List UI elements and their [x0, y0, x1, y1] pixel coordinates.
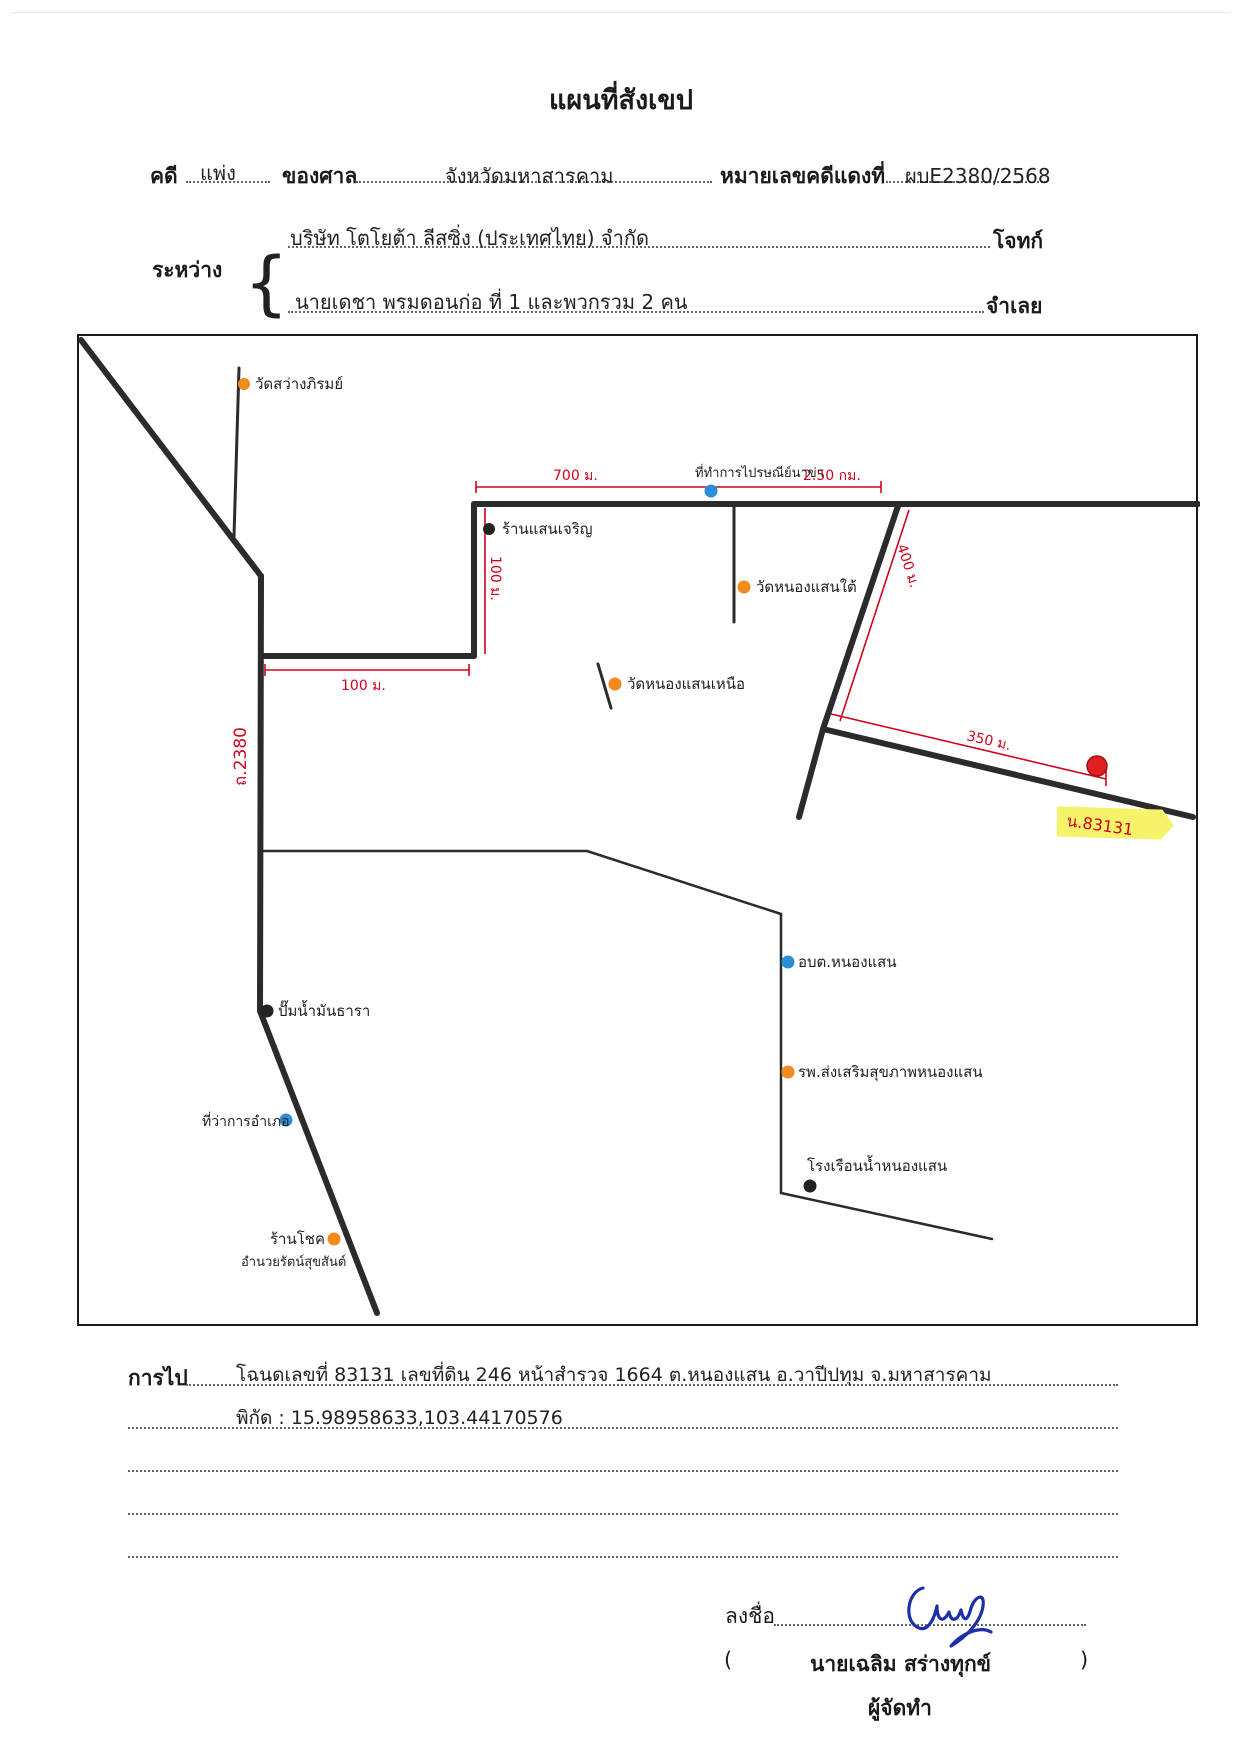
page-title: แผนที่สังเขป — [549, 85, 693, 116]
directions-dotline-1 — [186, 1384, 1118, 1386]
plaintiff-name: บริษัท โตโยต้า ลีสซิ่ง (ประเทศไทย) จำกัด — [290, 226, 649, 250]
road-diagonal-northwest — [79, 337, 264, 579]
label-wat-nong-tai: วัดหนองแสนใต้ — [756, 578, 857, 596]
road-2380-main — [257, 573, 264, 1014]
map-drawing: 700 ม. 2.50 กม. 100 ม. 100 ม. 400 ม. 350… — [79, 337, 1200, 1316]
directions-dotline-2 — [128, 1427, 1118, 1429]
road-east-diagonal-south — [796, 726, 826, 820]
road-south-diagonal — [257, 1008, 380, 1316]
road-2380-label: ถ.2380 — [231, 727, 251, 786]
distance-2-50km: 2.50 กม. — [803, 468, 861, 484]
landmark-dot-orange — [608, 677, 622, 691]
between-label: ระหว่าง — [152, 258, 223, 282]
plaintiff-label: โจทก์ — [993, 229, 1044, 253]
label-health-promotion: รพ.ส่งเสริมสุขภาพหนองแสน — [798, 1063, 983, 1082]
signature-image — [907, 1586, 993, 1648]
red-case-dotline — [886, 181, 1046, 183]
landmark-dot-blue — [704, 484, 718, 498]
label-gas-station: ปั๊มน้ำมันธารา — [278, 1000, 370, 1020]
court-name-value: จังหวัดมหาสารคาม — [445, 164, 614, 188]
parcel-marker — [1086, 755, 1108, 777]
directions-dotline-5 — [128, 1556, 1118, 1558]
parcel-tag-icon — [1056, 806, 1175, 840]
court-dotline — [356, 181, 712, 183]
landmark-dot-orange — [737, 580, 751, 594]
distance-400m: 400 ม. — [893, 542, 922, 590]
distance-100m-vertical: 100 ม. — [487, 556, 503, 601]
distance-350m: 350 ม. — [965, 728, 1012, 754]
road-east-diagonal — [820, 503, 901, 732]
label-wat-nong-nuea: วัดหนองแสนเหนือ — [627, 675, 745, 693]
sign-label: ลงชื่อ — [725, 1604, 775, 1628]
label-shop-saen: ร้านแสนเจริญ — [502, 520, 593, 538]
road-to-parcel — [820, 726, 1196, 820]
name-close-paren: ) — [1080, 1648, 1089, 1672]
landmark-dot-orange — [327, 1232, 341, 1246]
label-obt: อบต.หนองแสน — [798, 953, 897, 971]
case-label: คดี — [150, 164, 178, 188]
label-post-office: ที่ทำการไปรษณีย์นาข่า — [695, 464, 824, 481]
dimension-east-diagonal — [839, 509, 910, 722]
sketch-map: 700 ม. 2.50 กม. 100 ม. 100 ม. 400 ม. 350… — [77, 334, 1200, 1326]
case-type-dotline — [186, 181, 270, 183]
brace-icon: { — [244, 242, 289, 324]
label-district-office: ที่ว่าการอำเภอ — [202, 1112, 290, 1130]
label-shop-chok: ร้านโชค — [270, 1230, 325, 1248]
landmark-dot-black — [483, 523, 495, 535]
road-southeast — [779, 1191, 994, 1241]
directions-line-2: พิกัด : 15.98958633,103.44170576 — [236, 1407, 563, 1429]
road-wat-nong-nuea-branch — [596, 662, 613, 710]
label-water-plant: โรงเรือนน้ำหนองแสน — [807, 1155, 947, 1175]
landmark-dot-black — [803, 1179, 817, 1193]
directions-dotline-3 — [128, 1470, 1118, 1472]
landmark-dot-black — [260, 1004, 274, 1018]
label-wat-sawang: วัดสว่างภิรมย์ — [255, 375, 343, 393]
plaintiff-dotline — [288, 246, 990, 248]
signer-name: นายเฉลิม สร่างทุกข์ — [810, 1652, 992, 1676]
landmark-dot-blue — [781, 955, 795, 969]
red-case-number-value: ผบE2380/2568 — [905, 164, 1051, 188]
directions-dotline-4 — [128, 1513, 1118, 1515]
road-middle-diagonal — [585, 849, 783, 916]
landmark-dot-orange — [238, 378, 250, 390]
top-divider — [12, 12, 1230, 13]
defendant-name: นายเดชา พรมดอนก่อ ที่ 1 และพวกรวม 2 คน — [295, 290, 688, 314]
red-case-number-label: หมายเลขคดีแดงที่ — [720, 164, 886, 188]
directions-label: การไป — [128, 1366, 188, 1390]
name-open-paren: ( — [724, 1648, 733, 1672]
court-label: ของศาล — [282, 164, 358, 188]
landmark-dot-orange — [781, 1065, 795, 1079]
landmark-dot-blue — [279, 1113, 293, 1127]
case-type-value: แพ่ง — [200, 161, 236, 185]
dimension-to-parcel — [830, 713, 1107, 780]
road-wat-sawang-branch — [232, 366, 241, 538]
signer-role: ผู้จัดทำ — [868, 1696, 932, 1720]
distance-700m: 700 ม. — [553, 468, 598, 484]
distance-100m-horizontal: 100 ม. — [341, 678, 386, 694]
label-shop-chok-subtitle: อำนวยรัตน์สุขสันต์ — [241, 1254, 346, 1270]
defendant-dotline — [288, 311, 984, 313]
directions-line-1: โฉนดเลขที่ 83131 เลขที่ดิน 246 หน้าสำรวจ… — [236, 1364, 992, 1386]
defendant-label: จำเลย — [986, 294, 1043, 318]
